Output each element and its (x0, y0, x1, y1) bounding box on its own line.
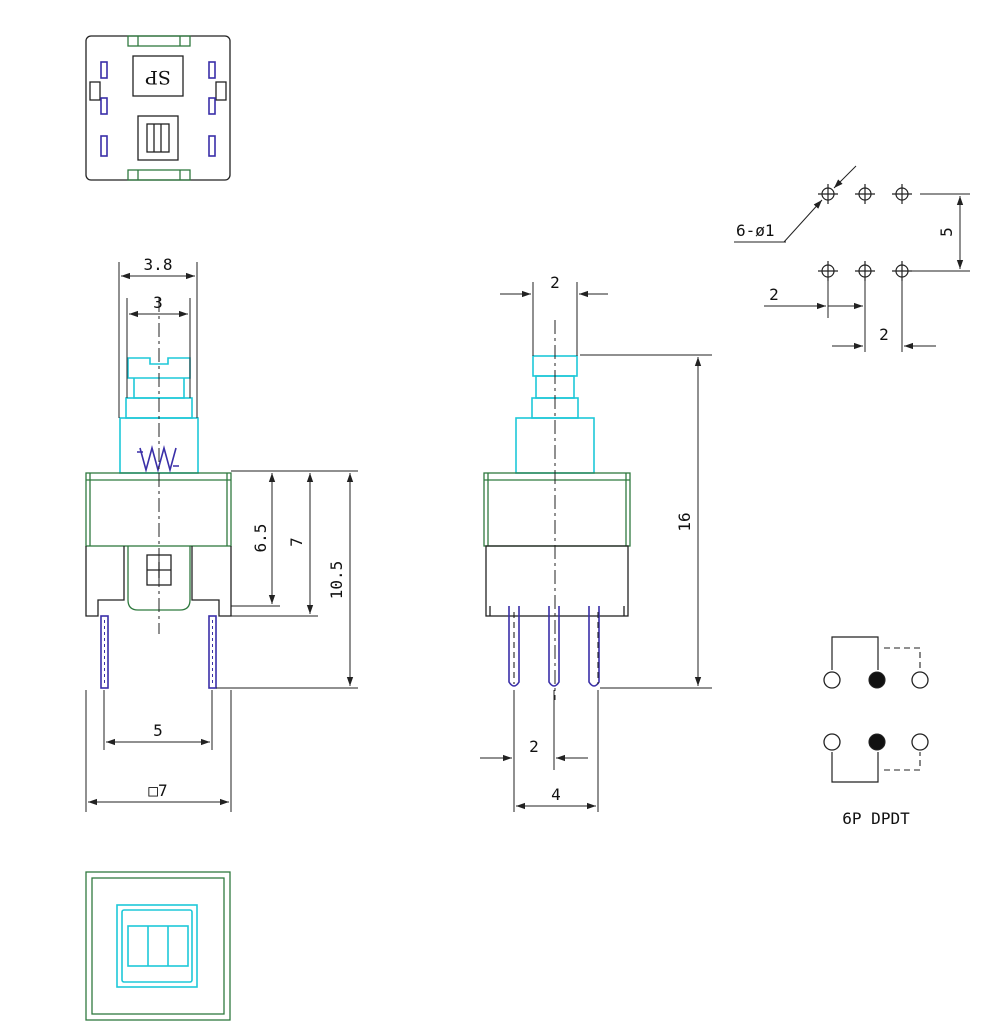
dim-pitch-2: 2 (879, 325, 889, 344)
dim-3-8: 3.8 (144, 255, 173, 274)
dim-7-square: □7 (148, 781, 167, 800)
dim-row-spacing-5: 5 (937, 227, 956, 237)
schematic: 6P DPDT (823, 636, 929, 828)
dim-left-2: 2 (769, 285, 779, 304)
schematic-label: 6P DPDT (842, 809, 910, 828)
dim-6-5: 6.5 (251, 524, 270, 553)
dim-10-5: 10.5 (327, 561, 346, 600)
pcb-layout: 6-ø1 5 2 2 (734, 165, 970, 352)
front-view: 3.8 3 6.5 7 10.5 5 □7 (85, 255, 358, 812)
hole-label: 6-ø1 (736, 221, 775, 240)
dim-3: 3 (153, 293, 163, 312)
dim-pin-span-4: 4 (551, 785, 561, 804)
dim-pin-pitch-2: 2 (529, 737, 539, 756)
top-view: SP (85, 35, 231, 181)
pcb-holes (818, 184, 912, 281)
dim-actuator-2: 2 (550, 273, 560, 292)
top-marking-text: SP (145, 66, 171, 88)
dim-16: 16 (675, 512, 694, 531)
side-view: 2 16 2 4 (480, 273, 712, 812)
bottom-view (85, 871, 231, 1021)
dim-7: 7 (287, 537, 306, 547)
dim-5: 5 (153, 721, 163, 740)
